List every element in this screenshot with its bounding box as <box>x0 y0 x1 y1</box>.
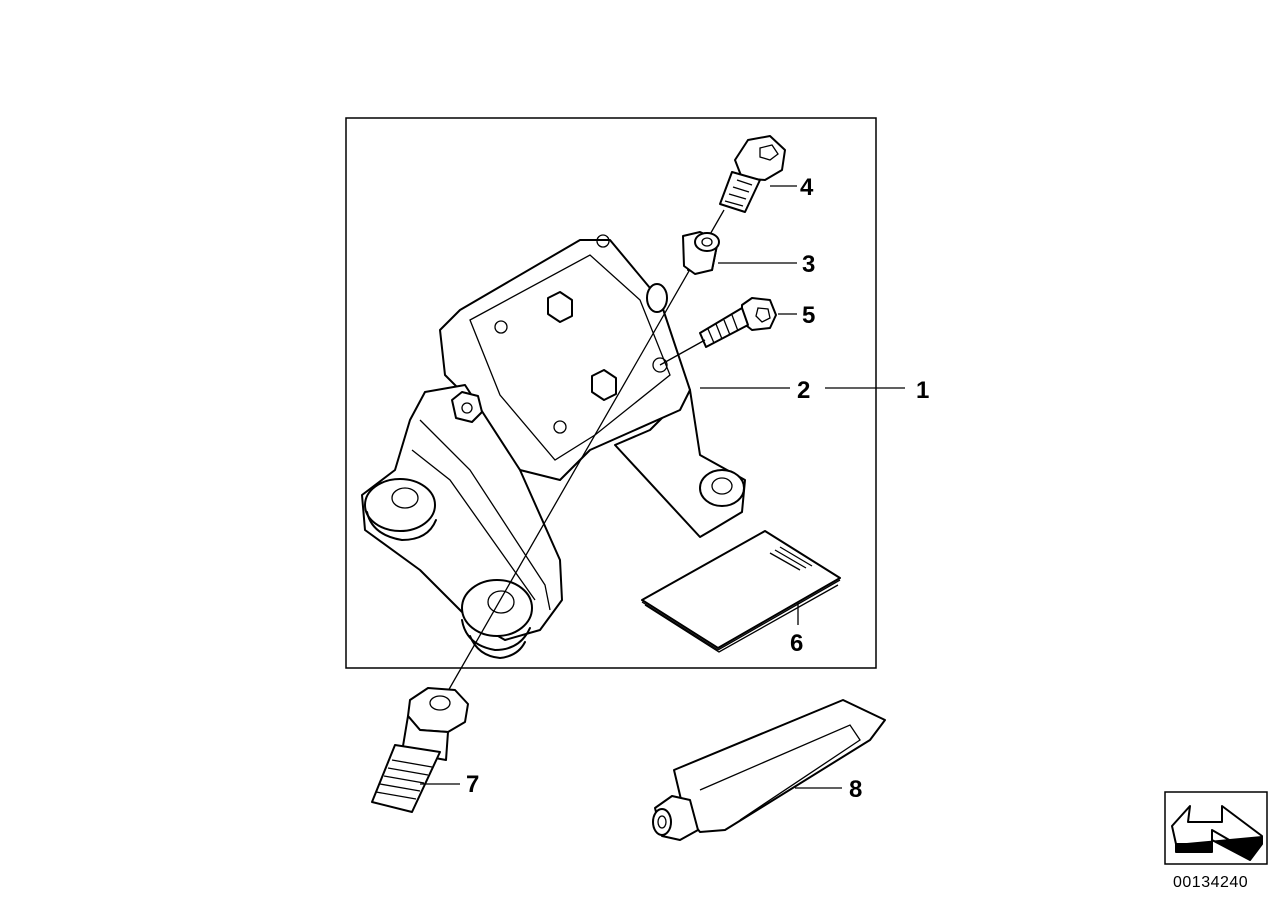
diagram-number: 00134240 <box>1173 874 1248 891</box>
kit-frame <box>345 117 877 669</box>
assembly-axis <box>439 209 725 706</box>
orientation-arrow-icon <box>1164 791 1268 865</box>
callout-6: 6 <box>790 630 803 657</box>
bolt-part-7[interactable] <box>371 687 469 813</box>
spacer-part-3[interactable] <box>682 231 720 275</box>
axis-5 <box>659 339 706 366</box>
callout-5: 5 <box>802 302 815 329</box>
callout-3: 3 <box>802 251 815 278</box>
bracket-part[interactable] <box>361 234 746 659</box>
callout-4: 4 <box>800 174 814 201</box>
callout-1: 1 <box>916 377 929 404</box>
instruction-sheet-part-6[interactable] <box>641 530 841 653</box>
callout-2: 2 <box>797 377 810 404</box>
callout-8: 8 <box>849 776 862 803</box>
screw-part-5[interactable] <box>699 297 777 348</box>
callout-7: 7 <box>466 771 479 798</box>
paste-tube-part-8[interactable] <box>652 699 886 841</box>
screw-part-4[interactable] <box>719 135 786 213</box>
